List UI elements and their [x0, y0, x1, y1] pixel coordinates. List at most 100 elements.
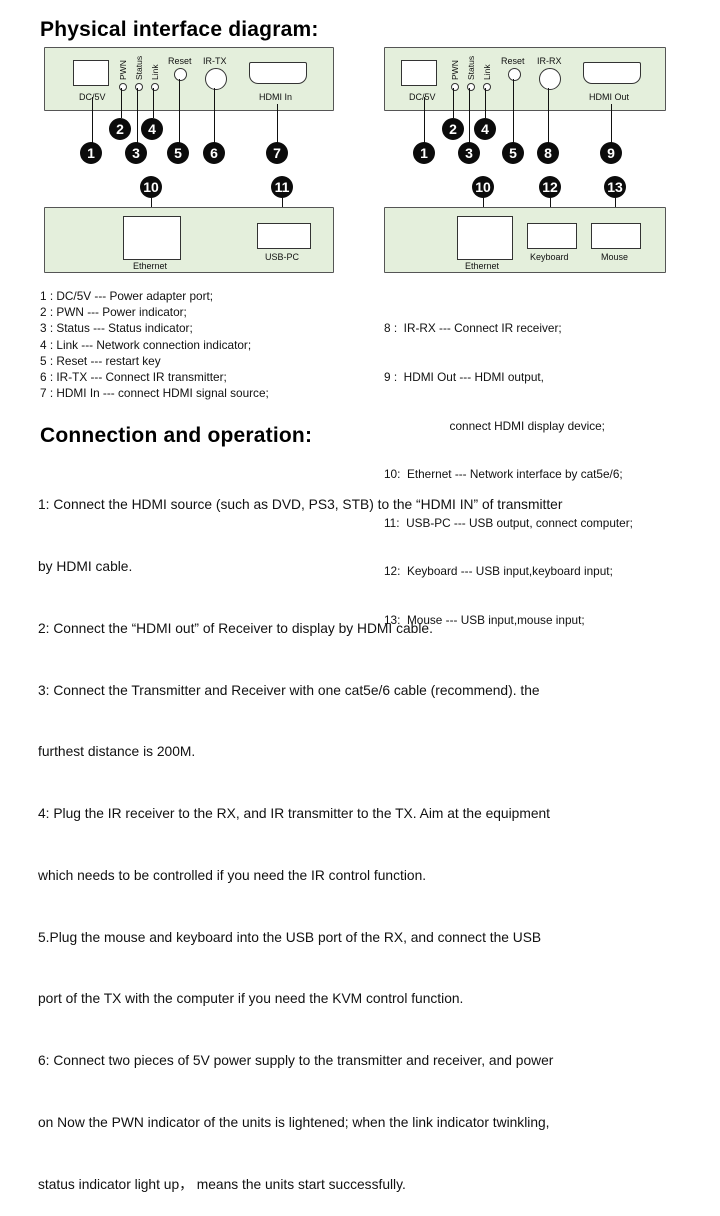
rx-pwn-label: PWN — [450, 60, 460, 80]
rx-callout-3: 3 — [458, 142, 480, 164]
rx-hdmi-label: HDMI Out — [589, 92, 630, 102]
step-line: 4: Plug the IR receiver to the RX, and I… — [38, 806, 551, 822]
rx-keyboard-label: Keyboard — [530, 252, 569, 262]
tx-leader-4 — [153, 88, 155, 118]
legend-item: 10: Ethernet --- Network interface by ca… — [384, 467, 623, 482]
rx-back-panel: Ethernet Keyboard Mouse — [384, 207, 666, 273]
rx-dc-port — [401, 60, 437, 86]
rx-ir-jack — [539, 68, 561, 90]
tx-status-led — [135, 83, 143, 91]
rx-front-panel: DC/5V PWN Status Link Reset IR-RX HDMI O… — [384, 47, 666, 111]
rx-keyboard-port — [527, 223, 577, 249]
tx-reset-label: Reset — [168, 56, 192, 66]
tx-ethernet-port — [123, 216, 181, 260]
rx-status-label: Status — [466, 55, 476, 80]
tx-callout-3: 3 — [125, 142, 147, 164]
tx-front-panel: DC/5V PWN Status Link Reset IR-TX HDMI I… — [44, 47, 334, 111]
tx-callout-1: 1 — [80, 142, 102, 164]
tx-leader-2 — [121, 88, 123, 118]
rx-callout-4: 4 — [474, 118, 496, 140]
tx-usb-port — [257, 223, 311, 249]
rx-mouse-port — [591, 223, 641, 249]
step-line: which needs to be controlled if you need… — [38, 867, 427, 883]
rx-ethernet-label: Ethernet — [465, 261, 500, 271]
legend-item: 6 : IR-TX --- Connect IR transmitter; — [40, 369, 227, 384]
step-line: port of the TX with the computer if you … — [38, 991, 464, 1007]
rx-reset-label: Reset — [501, 56, 525, 66]
tx-ir-jack — [205, 68, 227, 90]
rx-callout-13: 13 — [604, 176, 626, 198]
legend-item: 8 : IR-RX --- Connect IR receiver; — [384, 321, 562, 336]
interface-diagram-title: Physical interface diagram: — [40, 18, 319, 41]
legend-item: 4 : Link --- Network connection indicato… — [40, 337, 252, 352]
tx-pwn-led — [119, 83, 127, 91]
rx-leader-9 — [611, 104, 613, 143]
step-line: furthest distance is 200M. — [38, 744, 196, 760]
tx-reset-button — [174, 68, 187, 81]
legend-item: 13: Mouse --- USB input,mouse input; — [384, 612, 585, 627]
tx-back-panel: Ethernet USB-PC — [44, 207, 334, 273]
rx-callout-1: 1 — [413, 142, 435, 164]
connection-operation-title: Connection and operation: — [40, 424, 313, 447]
tx-hdmi-label: HDMI In — [259, 92, 293, 102]
rx-ethernet-port — [457, 216, 513, 260]
rx-callout-8: 8 — [537, 142, 559, 164]
rx-callout-12: 12 — [539, 176, 561, 198]
legend-item: 12: Keyboard --- USB input,keyboard inpu… — [384, 564, 613, 579]
rx-leader-8 — [548, 88, 550, 143]
tx-status-label: Status — [134, 55, 144, 80]
rx-callout-10: 10 — [472, 176, 494, 198]
step-line: 5.Plug the mouse and keyboard into the U… — [38, 929, 542, 945]
tx-leader-7 — [277, 104, 279, 143]
rx-leader-1 — [424, 97, 426, 143]
rx-leader-4 — [485, 88, 487, 118]
legend-item: 9 : HDMI Out --- HDMI output, — [384, 370, 544, 384]
rx-link-label: Link — [482, 64, 492, 80]
legend-right: 8 : IR-RX --- Connect IR receiver; 9 : H… — [384, 288, 633, 644]
tx-callout-2: 2 — [109, 118, 131, 140]
rx-leader-2 — [453, 88, 455, 118]
operation-steps: 1: Connect the HDMI source (such as DVD,… — [38, 454, 698, 1216]
rx-callout-9: 9 — [600, 142, 622, 164]
legend-item: 11: USB-PC --- USB output, connect compu… — [384, 515, 633, 530]
tx-callout-6: 6 — [203, 142, 225, 164]
tx-link-label: Link — [150, 64, 160, 80]
rx-reset-button — [508, 68, 521, 81]
legend-item: 3 : Status --- Status indicator; — [40, 321, 193, 336]
step-line: status indicator light up， means the uni… — [38, 1176, 406, 1192]
legend-left: 1 : DC/5V --- Power adapter port; 2 : PW… — [40, 288, 269, 401]
tx-callout-5: 5 — [167, 142, 189, 164]
legend-item: 2 : PWN --- Power indicator; — [40, 305, 187, 320]
tx-usb-label: USB-PC — [265, 252, 300, 262]
rx-leader-3 — [469, 88, 471, 143]
step-line: by HDMI cable. — [38, 558, 133, 574]
tx-ir-label: IR-TX — [203, 56, 227, 66]
tx-pwn-label: PWN — [118, 60, 128, 80]
step-line: 6: Connect two pieces of 5V power supply… — [38, 1053, 554, 1069]
tx-callout-10: 10 — [140, 176, 162, 198]
legend-item: 7 : HDMI In --- connect HDMI signal sour… — [40, 386, 269, 401]
tx-callout-11: 11 — [271, 176, 293, 198]
tx-hdmi-port — [249, 62, 307, 84]
rx-hdmi-port — [583, 62, 641, 84]
rx-leader-5 — [513, 79, 515, 143]
step-line: 1: Connect the HDMI source (such as DVD,… — [38, 497, 563, 513]
rx-ir-label: IR-RX — [537, 56, 562, 66]
legend-item: 5 : Reset --- restart key — [40, 353, 161, 368]
tx-ethernet-label: Ethernet — [133, 261, 168, 271]
tx-callout-4: 4 — [141, 118, 163, 140]
tx-callout-7: 7 — [266, 142, 288, 164]
rx-dc-label: DC/5V — [409, 92, 436, 102]
rx-callout-2: 2 — [442, 118, 464, 140]
rx-callout-5: 5 — [502, 142, 524, 164]
tx-leader-3 — [137, 88, 139, 143]
step-line: 2: Connect the “HDMI out” of Receiver to… — [38, 620, 433, 636]
tx-link-led — [151, 83, 159, 91]
rx-pwn-led — [451, 83, 459, 91]
legend-item: connect HDMI display device; — [384, 418, 605, 433]
step-line: on Now the PWN indicator of the units is… — [38, 1115, 550, 1130]
tx-leader-1 — [92, 97, 94, 143]
tx-leader-6 — [214, 88, 216, 143]
legend-item: 1 : DC/5V --- Power adapter port; — [40, 289, 214, 303]
tx-dc-port — [73, 60, 109, 86]
